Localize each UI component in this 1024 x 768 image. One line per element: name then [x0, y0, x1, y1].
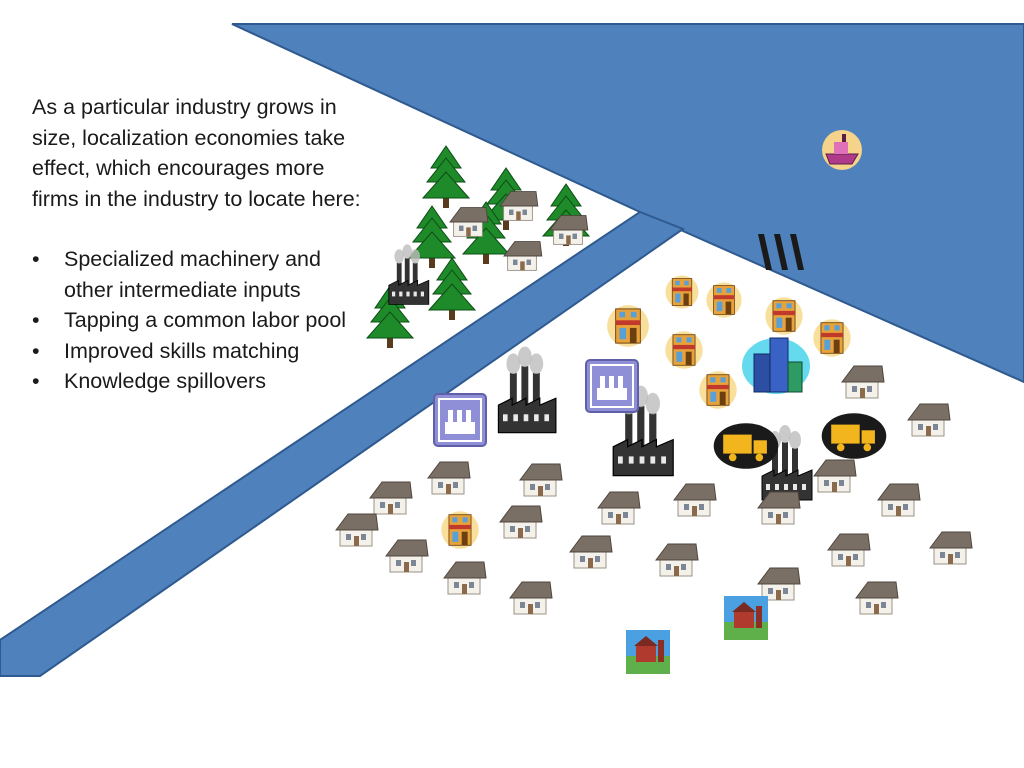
house-icon	[427, 461, 471, 495]
farm-barn-icon	[626, 630, 670, 674]
storefront-icon	[665, 275, 699, 309]
bullet-list: Specialized machinery and other intermed…	[32, 244, 362, 397]
storefront-icon	[441, 511, 479, 549]
storefront-icon	[699, 371, 737, 409]
house-icon	[569, 535, 613, 569]
house-icon	[385, 539, 429, 573]
house-icon	[673, 483, 717, 517]
storefront-icon	[607, 305, 649, 347]
house-icon	[877, 483, 921, 517]
pine-tree-icon	[407, 205, 457, 268]
house-icon	[335, 513, 379, 547]
house-icon	[449, 207, 489, 237]
storefront-icon	[765, 297, 803, 335]
house-icon	[499, 191, 539, 221]
house-icon	[597, 491, 641, 525]
house-icon	[757, 567, 801, 601]
house-icon	[499, 505, 543, 539]
icon-layer	[335, 130, 973, 674]
pine-tree-icon	[427, 257, 477, 320]
house-icon	[813, 459, 857, 493]
house-icon	[549, 215, 589, 245]
bullet-specialized-machinery: Specialized machinery and other intermed…	[32, 244, 362, 305]
river	[0, 210, 686, 677]
cargo-ship-icon	[822, 130, 862, 170]
truck-sign-icon	[713, 423, 779, 469]
truck-sign-icon	[821, 413, 887, 459]
factory-sign-icon	[585, 359, 639, 413]
pine-tree-icon	[421, 145, 471, 208]
house-icon	[757, 491, 801, 525]
house-icon	[827, 533, 871, 567]
bullet-common-labor-pool: Tapping a common labor pool	[32, 305, 362, 336]
house-icon	[655, 543, 699, 577]
factory-smokestack-icon	[612, 385, 674, 477]
bullet-skills-matching: Improved skills matching	[32, 336, 362, 367]
bridge-pillars-icon	[758, 234, 804, 270]
intro-text: As a particular industry grows in size, …	[32, 95, 361, 211]
storefront-icon	[813, 319, 851, 357]
factory-smokestack-icon	[497, 346, 557, 434]
house-icon	[369, 481, 413, 515]
sea-area	[231, 23, 1024, 384]
house-icon	[907, 403, 951, 437]
factory-smokestack-icon	[388, 244, 430, 305]
skyscraper-icon	[742, 337, 810, 394]
farm-barn-icon	[724, 596, 768, 640]
house-icon	[519, 463, 563, 497]
house-icon	[841, 365, 885, 399]
storefront-icon	[665, 331, 703, 369]
bullet-knowledge-spillovers: Knowledge spillovers	[32, 366, 362, 397]
slide-caption: As a particular industry grows in size, …	[32, 92, 362, 397]
house-icon	[503, 241, 543, 271]
factory-sign-icon	[433, 393, 487, 447]
storefront-icon	[706, 282, 742, 318]
house-icon	[509, 581, 553, 615]
house-icon	[443, 561, 487, 595]
house-icon	[929, 531, 973, 565]
water-layer	[0, 23, 1024, 677]
house-icon	[855, 581, 899, 615]
